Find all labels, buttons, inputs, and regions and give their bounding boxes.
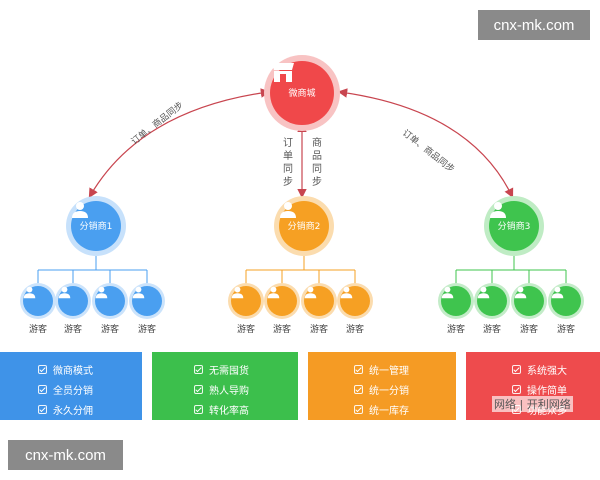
check-icon [354, 385, 363, 394]
distributor-node[interactable]: 分销商2 [279, 201, 329, 251]
user-icon [490, 202, 506, 218]
visitor-label: 游客 [236, 325, 255, 335]
user-icon [231, 286, 244, 299]
distributor-label: 分销商1 [79, 221, 113, 232]
feature-item: 全员分销 [38, 382, 93, 397]
user-icon [95, 286, 108, 299]
feature-item: 熟人导购 [194, 382, 249, 397]
check-icon [512, 365, 521, 374]
watermark-overlay: 网络 | 开利网络 [492, 396, 573, 412]
check-icon [194, 365, 203, 374]
user-icon [58, 286, 71, 299]
user-icon [477, 286, 490, 299]
feature-item: 转化率高 [194, 402, 249, 417]
visitor-node[interactable] [551, 286, 581, 316]
visitor-node[interactable] [514, 286, 544, 316]
visitor-node[interactable] [477, 286, 507, 316]
watermark-top: cnx-mk.com [478, 10, 590, 40]
user-icon [551, 286, 564, 299]
feature-text: 统一管理 [369, 366, 409, 377]
visitor-label: 游客 [63, 325, 82, 335]
user-icon [441, 286, 454, 299]
feature-text: 全员分销 [53, 386, 93, 397]
visitor-label: 游客 [519, 325, 538, 335]
check-icon [194, 405, 203, 414]
distributor-label: 分销商3 [497, 221, 531, 232]
feature-panel-2: 无需囤货 熟人导购 转化率高 [152, 352, 298, 420]
feature-item: 无需囤货 [194, 362, 249, 377]
visitor-node[interactable] [304, 286, 334, 316]
feature-text: 微商模式 [53, 366, 93, 377]
feature-item: 统一库存 [354, 402, 409, 417]
feature-item: 系统强大 [512, 362, 567, 377]
edge-center-left [88, 88, 271, 199]
visitor-node[interactable] [58, 286, 88, 316]
visitor-label: 游客 [272, 325, 291, 335]
visitor-node[interactable] [231, 286, 261, 316]
center-node[interactable]: 微商城 [270, 61, 334, 125]
feature-item: 永久分佣 [38, 402, 93, 417]
feature-item: 统一管理 [354, 362, 409, 377]
distributor-node[interactable]: 分销商3 [489, 201, 539, 251]
user-icon [132, 286, 145, 299]
feature-text: 永久分佣 [53, 406, 93, 417]
visitor-node[interactable] [441, 286, 471, 316]
edge-label-mid-right: 商品同步 [312, 138, 322, 188]
visitor-label: 游客 [482, 325, 501, 335]
center-node-label: 微商城 [288, 88, 316, 99]
feature-text: 转化率高 [209, 406, 249, 417]
edge-center-right [337, 88, 514, 199]
visitor-label: 游客 [137, 325, 156, 335]
feature-item: 微商模式 [38, 362, 93, 377]
visitor-node[interactable] [267, 286, 297, 316]
feature-item: 操作简单 [512, 382, 567, 397]
check-icon [38, 405, 47, 414]
feature-text: 系统强大 [527, 366, 567, 377]
check-icon [38, 385, 47, 394]
check-icon [194, 385, 203, 394]
watermark-bottom: cnx-mk.com [8, 440, 123, 470]
feature-text: 统一库存 [369, 406, 409, 417]
distributor-label: 分销商2 [287, 221, 321, 232]
visitor-node[interactable] [340, 286, 370, 316]
user-icon [23, 286, 36, 299]
user-icon [72, 202, 88, 218]
visitor-label: 游客 [28, 325, 47, 335]
visitor-label: 游客 [446, 325, 465, 335]
visitor-label: 游客 [345, 325, 364, 335]
feature-panel-3: 统一管理 统一分销 统一库存 [308, 352, 456, 420]
feature-text: 熟人导购 [209, 386, 249, 397]
check-icon [354, 365, 363, 374]
feature-text: 统一分销 [369, 386, 409, 397]
visitor-node[interactable] [23, 286, 53, 316]
user-icon [514, 286, 527, 299]
edge-label-mid-left: 订单同步 [283, 138, 293, 188]
feature-text: 无需囤货 [209, 366, 249, 377]
distributor-node[interactable]: 分销商1 [71, 201, 121, 251]
feature-panel-1: 微商模式 全员分销 永久分佣 [0, 352, 142, 420]
user-icon [304, 286, 317, 299]
visitor-node[interactable] [132, 286, 162, 316]
feature-item: 统一分销 [354, 382, 409, 397]
check-icon [354, 405, 363, 414]
shop-icon [272, 63, 294, 82]
user-icon [280, 202, 296, 218]
visitor-label: 游客 [556, 325, 575, 335]
feature-text: 操作简单 [527, 386, 567, 397]
check-icon [38, 365, 47, 374]
visitor-label: 游客 [100, 325, 119, 335]
visitor-label: 游客 [309, 325, 328, 335]
visitor-node[interactable] [95, 286, 125, 316]
user-icon [267, 286, 280, 299]
check-icon [512, 385, 521, 394]
user-icon [340, 286, 353, 299]
